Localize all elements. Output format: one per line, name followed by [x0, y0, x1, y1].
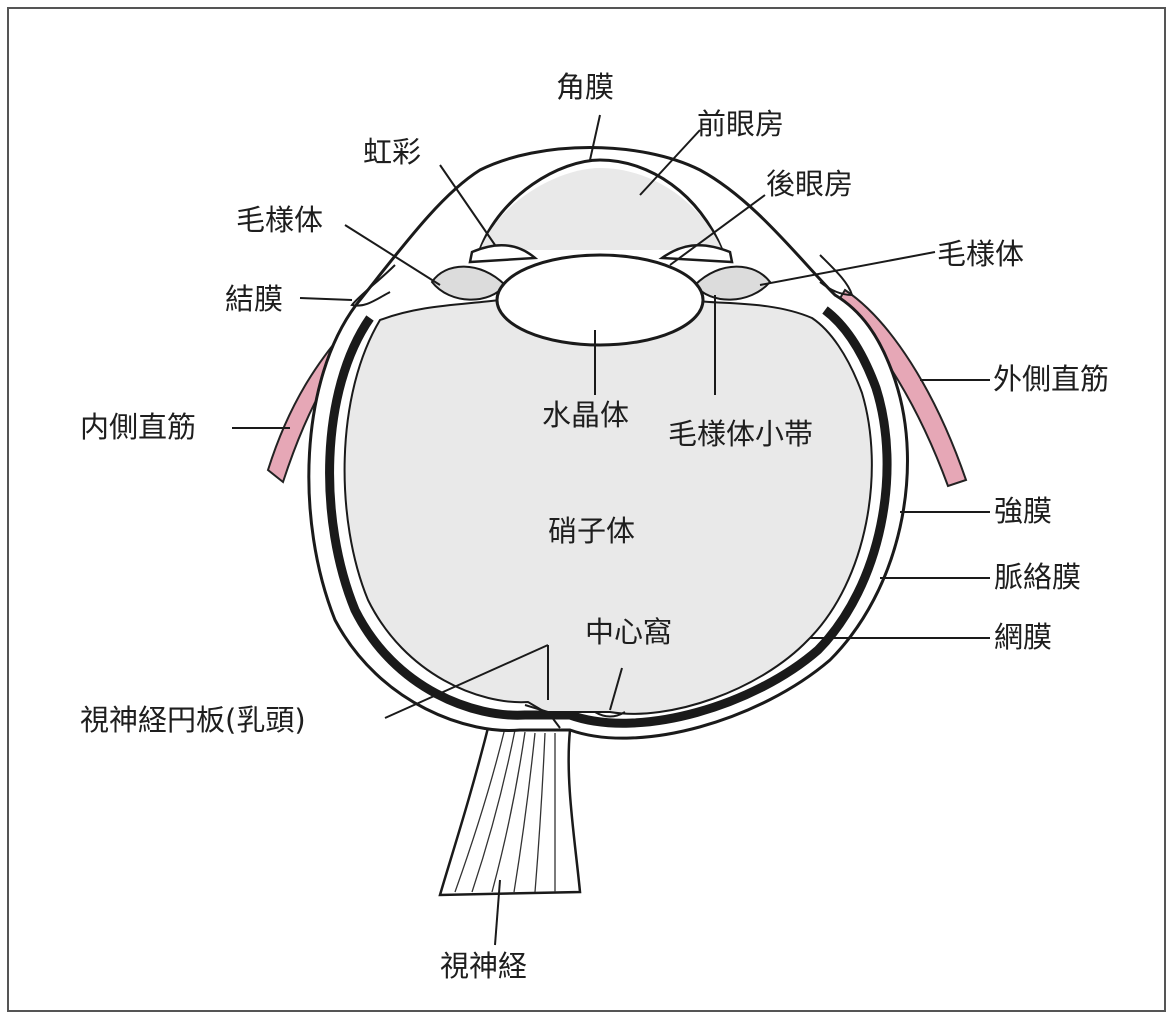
- label-lens: 水晶体: [542, 401, 629, 430]
- label-sclera: 強膜: [994, 497, 1052, 526]
- label-cornea: 角膜: [556, 73, 614, 102]
- label-anterior-chamber: 前眼房: [697, 110, 784, 139]
- label-optic-nerve: 視神経: [440, 952, 527, 981]
- label-posterior-chamber: 後眼房: [766, 170, 853, 199]
- label-choroid: 脈絡膜: [994, 563, 1081, 592]
- label-medial-rectus: 内側直筋: [80, 413, 196, 442]
- label-optic-disc: 視神経円板(乳頭): [80, 706, 306, 735]
- label-conjunctiva: 結膜: [225, 285, 283, 314]
- label-ciliary-body-right: 毛様体: [937, 240, 1024, 269]
- label-fovea: 中心窩: [585, 618, 672, 647]
- label-retina: 網膜: [994, 623, 1052, 652]
- label-zonule: 毛様体小帯: [668, 420, 813, 449]
- vitreous-body: [345, 300, 872, 714]
- lens: [497, 255, 703, 345]
- label-vitreous: 硝子体: [548, 517, 635, 546]
- label-ciliary-body-left: 毛様体: [236, 206, 323, 235]
- label-lateral-rectus: 外側直筋: [993, 365, 1109, 394]
- label-iris: 虹彩: [363, 138, 421, 167]
